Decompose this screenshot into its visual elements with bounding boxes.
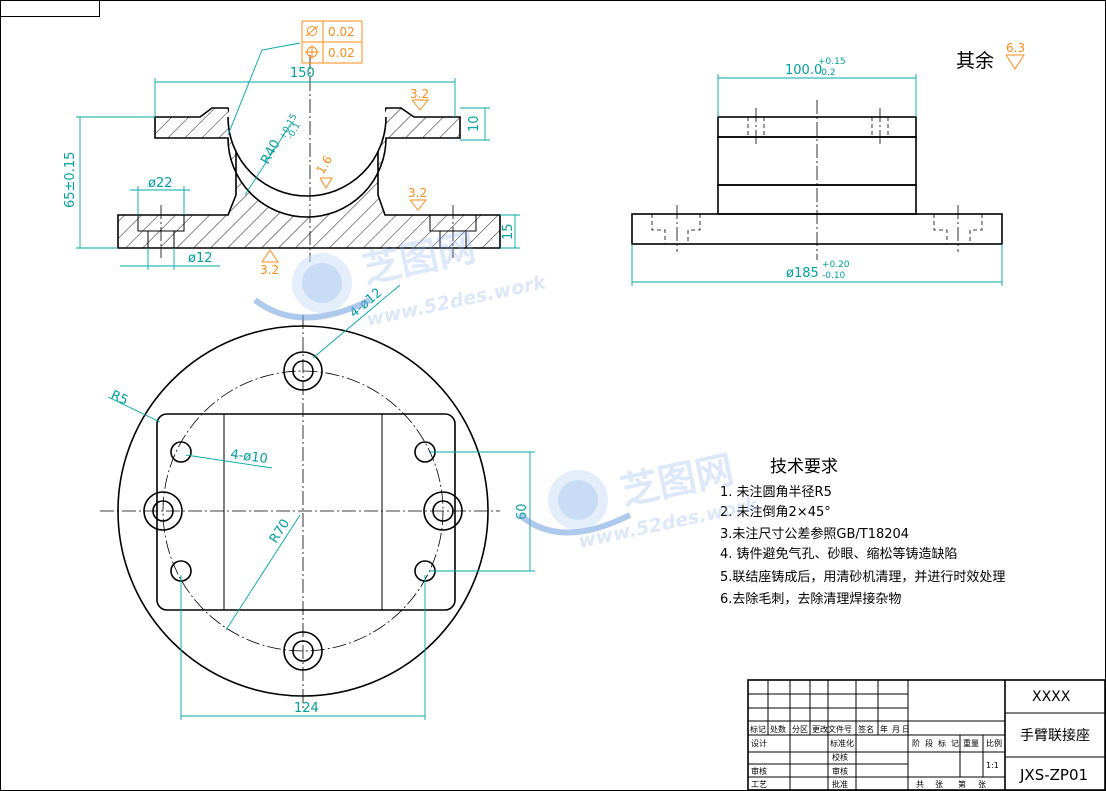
- dim-thickness-10: 10: [467, 115, 482, 132]
- svg-text:设计: 设计: [751, 738, 767, 748]
- side-view-dimensions: 100.0 +0.15 -0.2 ø185 +0.20 -0.10: [631, 57, 1003, 286]
- svg-text:标准化: 标准化: [830, 738, 854, 748]
- svg-text:共: 共: [916, 780, 924, 789]
- technical-requirements: 技术要求 1. 未注圆角半径R5 2. 未注倒角2×45° 3.未注尺寸公差参照…: [720, 457, 1005, 607]
- tech-req-title: 技术要求: [770, 457, 838, 477]
- roughness-right: 3.2: [408, 186, 427, 211]
- dim-height-65: 65±0.15: [63, 152, 78, 208]
- dim-side-bottom-tol-lower: -0.10: [822, 271, 846, 281]
- svg-text:比例: 比例: [986, 738, 1002, 748]
- title-block-scale: 1:1: [986, 761, 999, 770]
- title-block: 标记 处数 分区 更改文件号 签名 年 月 日 设计 审核 工艺 标准化 校核 …: [747, 679, 1106, 791]
- dim-top-holes-10: 4-ø10: [229, 447, 268, 467]
- tolerance-row1-value: 0.02: [328, 25, 355, 39]
- svg-text:更改文件号: 更改文件号: [812, 724, 852, 734]
- dim-side-top-tol-upper: +0.15: [818, 57, 846, 67]
- svg-text:年: 年: [880, 724, 888, 734]
- front-view-dimensions: 150 65±0.15 10 15 ø22 ø12 R40 +0.15 -0.1: [63, 42, 520, 270]
- svg-text:处数: 处数: [770, 724, 786, 734]
- dim-top-corner-r5: R5: [108, 388, 130, 409]
- roughness-rest-label: 其余: [956, 50, 994, 72]
- svg-text:阶: 阶: [912, 738, 920, 748]
- tech-req-item-2: 2. 未注倒角2×45°: [720, 505, 831, 520]
- tech-req-item-1: 1. 未注圆角半径R5: [720, 485, 832, 500]
- dim-side-bottom: ø185: [786, 266, 819, 281]
- svg-text:分区: 分区: [792, 725, 808, 734]
- dim-thickness-15: 15: [501, 223, 516, 240]
- globe-logo-icon: [518, 470, 632, 536]
- svg-text:审核: 审核: [832, 766, 848, 776]
- dim-top-height-60: 60: [515, 503, 530, 520]
- cylindricity-icon: [305, 25, 319, 37]
- dim-side-bottom-tol-upper: +0.20: [822, 260, 850, 270]
- globe-logo-icon: [253, 253, 372, 321]
- svg-text:工艺: 工艺: [751, 780, 767, 789]
- svg-text:3.2: 3.2: [260, 263, 279, 277]
- title-block-company: XXXX: [1032, 689, 1071, 705]
- title-block-drawing-number: JXS-ZP01: [1019, 766, 1088, 784]
- svg-text:重量: 重量: [963, 738, 979, 748]
- svg-text:3.2: 3.2: [408, 186, 427, 200]
- geometric-tolerance-frame: 0.02 0.02: [301, 20, 363, 64]
- svg-text:批准: 批准: [832, 779, 848, 789]
- svg-text:段: 段: [925, 738, 933, 748]
- svg-text:标记: 标记: [750, 724, 766, 734]
- roughness-rest-value: 6.3: [1006, 41, 1025, 55]
- dim-side-top-tol-lower: -0.2: [818, 68, 836, 78]
- roughness-rest: 其余 6.3: [956, 41, 1025, 72]
- tolerance-row2-value: 0.02: [328, 46, 355, 60]
- svg-text:第: 第: [958, 779, 966, 789]
- tech-req-item-3: 3.未注尺寸公差参照GB/T18204: [720, 526, 909, 542]
- svg-text:签名: 签名: [858, 724, 874, 734]
- dim-side-top: 100.0: [785, 63, 822, 78]
- dim-counterbore-22: ø22: [148, 176, 173, 191]
- svg-text:3.2: 3.2: [410, 87, 429, 101]
- side-view: [631, 100, 1003, 260]
- svg-text:记: 记: [951, 739, 959, 748]
- front-section-view: [117, 55, 501, 262]
- position-icon: [305, 45, 319, 59]
- svg-text:标: 标: [938, 738, 946, 748]
- tech-req-item-5: 5.联结座铸成后，用清砂机清理，并进行时效处理: [720, 569, 1005, 585]
- roughness-top: 3.2: [410, 87, 429, 111]
- title-block-part-name: 手臂联接座: [1020, 727, 1090, 744]
- svg-text:张: 张: [935, 780, 943, 789]
- dim-width-150: 150: [290, 66, 315, 81]
- svg-text:日: 日: [902, 725, 910, 734]
- svg-text:张: 张: [978, 780, 986, 789]
- top-view: [100, 315, 500, 710]
- tech-req-item-6: 6.去除毛刺，去除清理焊接杂物: [720, 591, 901, 607]
- roughness-bottom: 3.2: [260, 249, 279, 277]
- tech-req-item-4: 4. 铸件避免气孔、砂眼、缩松等铸造缺陷: [720, 546, 958, 562]
- svg-text:审核: 审核: [751, 766, 767, 776]
- dim-hole-12: ø12: [188, 251, 213, 266]
- svg-text:月: 月: [892, 725, 900, 734]
- dim-top-width-124: 124: [294, 701, 319, 716]
- svg-text:校核: 校核: [832, 752, 848, 762]
